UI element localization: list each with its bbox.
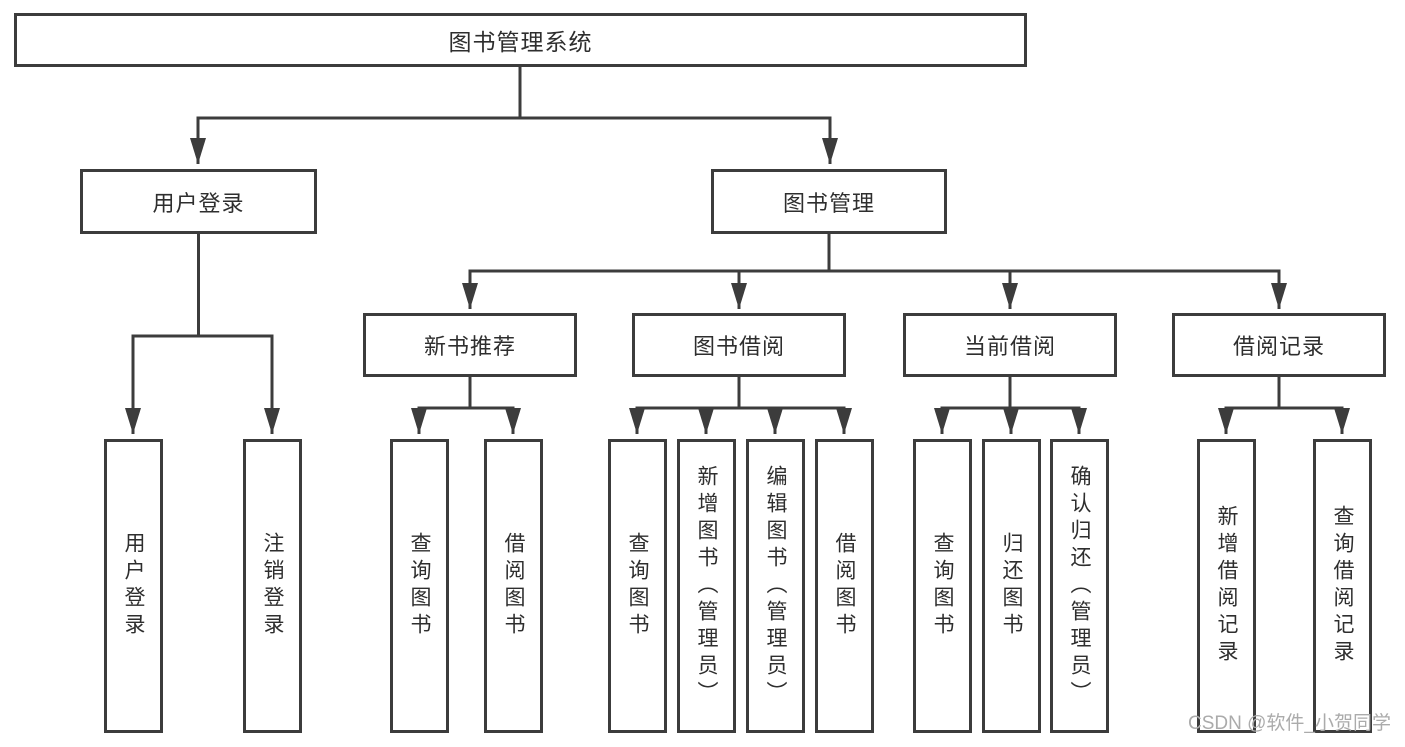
- node-user-login: 用户登录: [80, 169, 317, 234]
- node-new-book-recommendation: 新书推荐: [363, 313, 577, 377]
- leaf-user-login: 用户登录: [104, 439, 163, 733]
- leaf-newbooks-query-books: 查询图书: [390, 439, 449, 733]
- node-book-borrowing: 图书借阅: [632, 313, 846, 377]
- leaf-borrowing-add-books-admin: 新增图书（管理员）: [677, 439, 736, 733]
- leaf-records-add-record: 新增借阅记录: [1197, 439, 1256, 733]
- leaf-current-confirm-return-admin: 确认归还（管理员）: [1050, 439, 1109, 733]
- node-current-borrowing: 当前借阅: [903, 313, 1117, 377]
- leaf-borrowing-query-books: 查询图书: [608, 439, 667, 733]
- leaf-current-return-books: 归还图书: [982, 439, 1041, 733]
- node-borrowing-records: 借阅记录: [1172, 313, 1386, 377]
- leaf-records-query-record: 查询借阅记录: [1313, 439, 1372, 733]
- leaf-newbooks-borrow-books: 借阅图书: [484, 439, 543, 733]
- node-root: 图书管理系统: [14, 13, 1027, 67]
- leaf-logout: 注销登录: [243, 439, 302, 733]
- node-book-management: 图书管理: [711, 169, 947, 234]
- leaf-borrowing-borrow-books: 借阅图书: [815, 439, 874, 733]
- leaf-current-query-books: 查询图书: [913, 439, 972, 733]
- leaf-borrowing-edit-books-admin: 编辑图书（管理员）: [746, 439, 805, 733]
